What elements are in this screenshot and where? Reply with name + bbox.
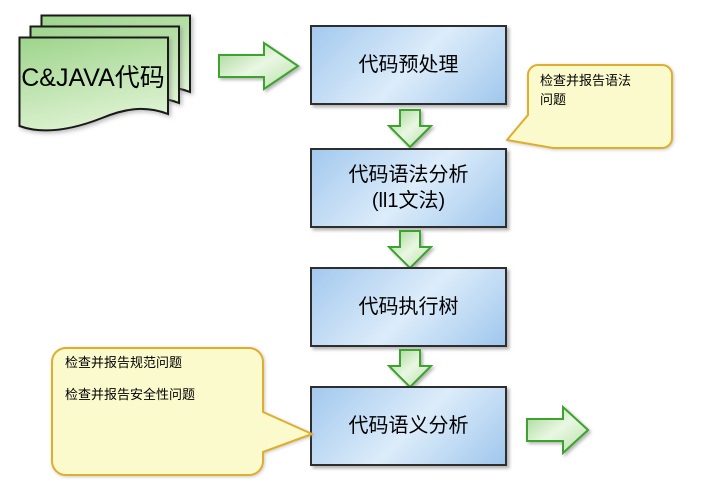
source-label: C&JAVA代码 [21,64,165,92]
flow-box-execution-tree: 代码执行树 [310,267,507,347]
document-page-front-icon [18,36,169,132]
flow-box-semantic-analysis: 代码语义分析 [310,386,507,466]
box-label: 代码语义分析 [348,415,469,437]
flow-box-syntax-analysis: 代码语法分析 (ll1文法) [310,148,507,228]
box-label: 代码执行树 [358,296,459,318]
arrow-right-icon [218,41,300,91]
callout-line: 检查并报告语法 [540,73,632,88]
flow-box-preprocess: 代码预处理 [310,25,507,105]
callout-line: 检查并报告安全性问题 [65,387,196,402]
arrow-down-icon [387,230,433,270]
box-label: 代码语法分析 [348,164,469,186]
speech-bubble-icon [506,64,673,149]
speech-bubble-icon [51,347,313,476]
callout-syntax-problems: 检查并报告语法 问题 [503,60,683,160]
callout-semantic-problems: 检查并报告规范问题 检查并报告安全性问题 [40,340,330,482]
callout-line: 问题 [540,92,567,107]
box-label: (ll1文法) [371,190,446,212]
box-label: 代码预处理 [358,54,459,76]
arrow-right-icon [526,404,590,456]
arrow-down-icon [387,349,433,389]
source-documents: C&JAVA代码 [8,8,208,148]
callout-line: 检查并报告规范问题 [65,355,183,370]
arrow-down-icon [387,109,433,149]
